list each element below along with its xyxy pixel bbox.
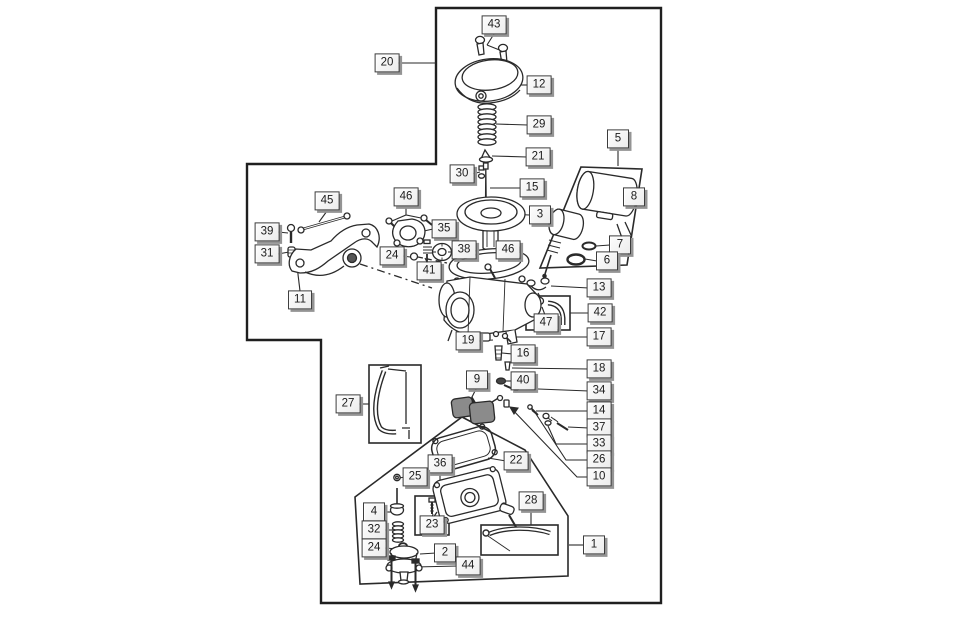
callout-24a: 24 [379, 246, 405, 266]
callout-43: 43 [481, 15, 507, 35]
ring-25 [393, 473, 401, 482]
callout-11: 11 [288, 290, 312, 310]
bottom-assembly-boundary [354, 416, 569, 585]
callout-21: 21 [525, 147, 551, 167]
o-ring-6 [566, 253, 586, 266]
spring-32 [391, 521, 405, 543]
callout-15: 15 [519, 178, 545, 198]
vent-hose-27 [373, 365, 410, 439]
callout-25: 25 [402, 467, 428, 487]
callout-46b: 46 [495, 240, 521, 260]
callout-32: 32 [361, 520, 387, 540]
cover-plate-35 [391, 218, 426, 248]
auto-choke-unit [542, 170, 638, 279]
callout-40: 40 [510, 371, 536, 391]
callout-7: 7 [609, 235, 631, 255]
throttle-lever [288, 223, 380, 277]
callout-35: 35 [431, 219, 457, 239]
callout-38: 38 [451, 240, 477, 260]
box-hose-28 [480, 524, 559, 556]
needle-clip [477, 165, 486, 179]
callout-33: 33 [586, 434, 612, 454]
callout-13: 13 [586, 278, 612, 298]
callout-1: 1 [583, 535, 605, 555]
callout-18: 18 [586, 359, 612, 379]
vacuum-chamber-cover [454, 58, 524, 104]
callout-28: 28 [518, 491, 544, 511]
callout-31: 31 [254, 244, 280, 264]
callout-4: 4 [363, 502, 385, 522]
fuel-hose-28 [482, 526, 551, 552]
ball-24 [409, 252, 419, 261]
callout-12: 12 [526, 75, 552, 95]
outer-border [245, 6, 663, 605]
callout-45: 45 [314, 191, 340, 211]
callout-8: 8 [623, 187, 645, 207]
lever-screw-39 [286, 223, 296, 243]
callout-29: 29 [526, 115, 552, 135]
idle-screw-4 [389, 488, 405, 516]
jet-parts-column [492, 330, 514, 390]
o-ring-7 [581, 241, 597, 251]
elbow-hose-42 [535, 292, 566, 325]
callout-34: 34 [586, 381, 612, 401]
choke-link-rod [297, 212, 351, 234]
clamp-13 [526, 277, 550, 291]
washer-33 [544, 420, 552, 426]
pin-26 [531, 409, 539, 416]
callout-27: 27 [335, 394, 361, 414]
callout-37: 37 [586, 418, 612, 438]
callout-17: 17 [586, 327, 612, 347]
callout-42: 42 [587, 303, 613, 323]
alignment-dashes [359, 256, 448, 289]
top-cover-screw [484, 263, 496, 279]
callout-47: 47 [533, 313, 559, 333]
piston-spring [477, 103, 497, 146]
callout-39: 39 [254, 222, 280, 242]
callout-30: 30 [449, 164, 475, 184]
callout-44: 44 [455, 556, 481, 576]
callout-36: 36 [427, 454, 453, 474]
pilot-jet-23 [428, 497, 436, 514]
bowl-screws-44 [387, 555, 420, 593]
callout-5: 5 [607, 129, 629, 149]
callout-3: 3 [529, 205, 551, 225]
diaphragm-disc-38 [431, 242, 453, 262]
arrowhead-10 [508, 406, 519, 416]
callout-14: 14 [586, 401, 612, 421]
callout-22: 22 [503, 451, 529, 471]
float-pair [450, 394, 504, 425]
callout-46a: 46 [393, 187, 419, 207]
callout-20: 20 [374, 53, 400, 73]
callout-24b: 24 [361, 538, 387, 558]
callout-23: 23 [419, 515, 445, 535]
callout-16: 16 [510, 344, 536, 364]
callout-2: 2 [434, 543, 456, 563]
callout-6: 6 [596, 251, 618, 271]
callout-9: 9 [466, 370, 488, 390]
callout-19: 19 [455, 331, 481, 351]
float-valve [503, 399, 510, 408]
callout-10: 10 [586, 467, 612, 487]
drain-screw-37 [542, 412, 569, 431]
callout-41: 41 [416, 261, 442, 281]
parts [286, 35, 638, 593]
spring-seat [478, 148, 494, 163]
